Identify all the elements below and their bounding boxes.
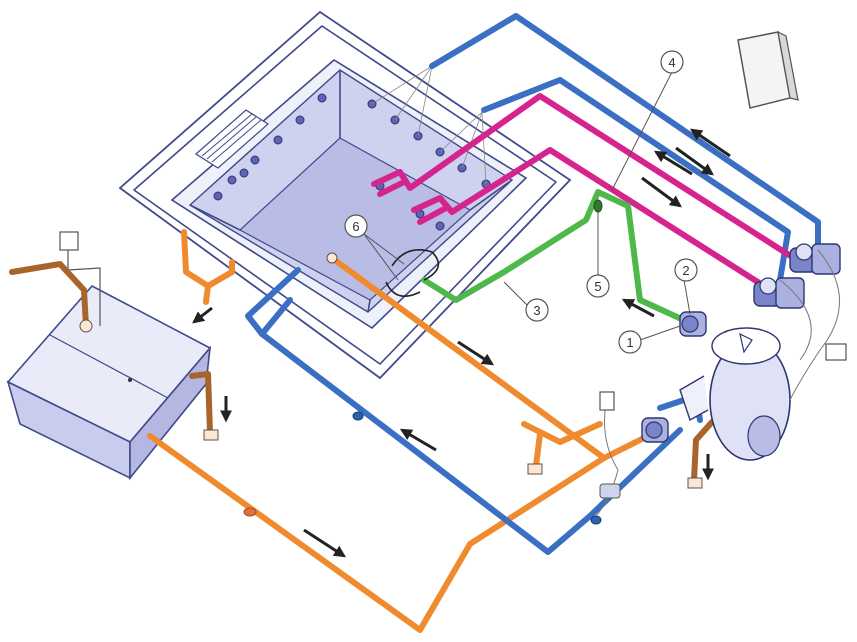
callout-3: 3 — [503, 281, 549, 322]
callout-label-3: 3 — [533, 303, 540, 318]
spa-tub — [118, 10, 572, 380]
callout-label-1: 1 — [626, 335, 633, 350]
pipe-green — [421, 189, 691, 325]
pump-icon — [753, 243, 841, 309]
wall-control-box — [737, 30, 799, 109]
callout-label-2: 2 — [682, 263, 689, 278]
skimmer-grille — [195, 109, 269, 169]
balance-tank — [6, 284, 212, 481]
arrow-icon — [457, 340, 495, 366]
suction-fittings — [385, 249, 440, 298]
flow-arrows — [192, 128, 731, 558]
callouts: 1 2 3 4 5 6 — [344, 50, 698, 354]
callout-2: 2 — [674, 258, 698, 315]
pipe-magenta — [371, 93, 803, 289]
arrow-icon — [621, 298, 655, 318]
callout-1: 1 — [618, 325, 681, 354]
callout-6: 6 — [344, 214, 405, 281]
arrow-icon — [653, 150, 693, 176]
pump-upper — [789, 243, 841, 275]
pump-lower — [753, 277, 805, 309]
arrow-icon — [399, 428, 437, 452]
arrow-icon — [690, 128, 731, 158]
blower — [679, 311, 707, 337]
callout-5: 5 — [586, 212, 610, 298]
level-switch — [59, 231, 101, 326]
arrow-icon — [303, 528, 347, 558]
arrow-icon — [675, 146, 714, 176]
pipe-fittings — [243, 199, 621, 525]
arrow-icon — [192, 306, 213, 324]
filter-icon — [679, 327, 791, 461]
callout-label-4: 4 — [668, 55, 675, 70]
control-box-icon — [599, 343, 847, 411]
circulation-pump — [641, 417, 669, 443]
arrow-icon — [641, 176, 682, 208]
drain-outlets — [79, 252, 703, 489]
callout-label-5: 5 — [594, 279, 601, 294]
callout-label-6: 6 — [352, 219, 359, 234]
pipe-brown — [9, 261, 715, 483]
cables — [595, 249, 840, 517]
callout-4: 4 — [611, 50, 684, 191]
